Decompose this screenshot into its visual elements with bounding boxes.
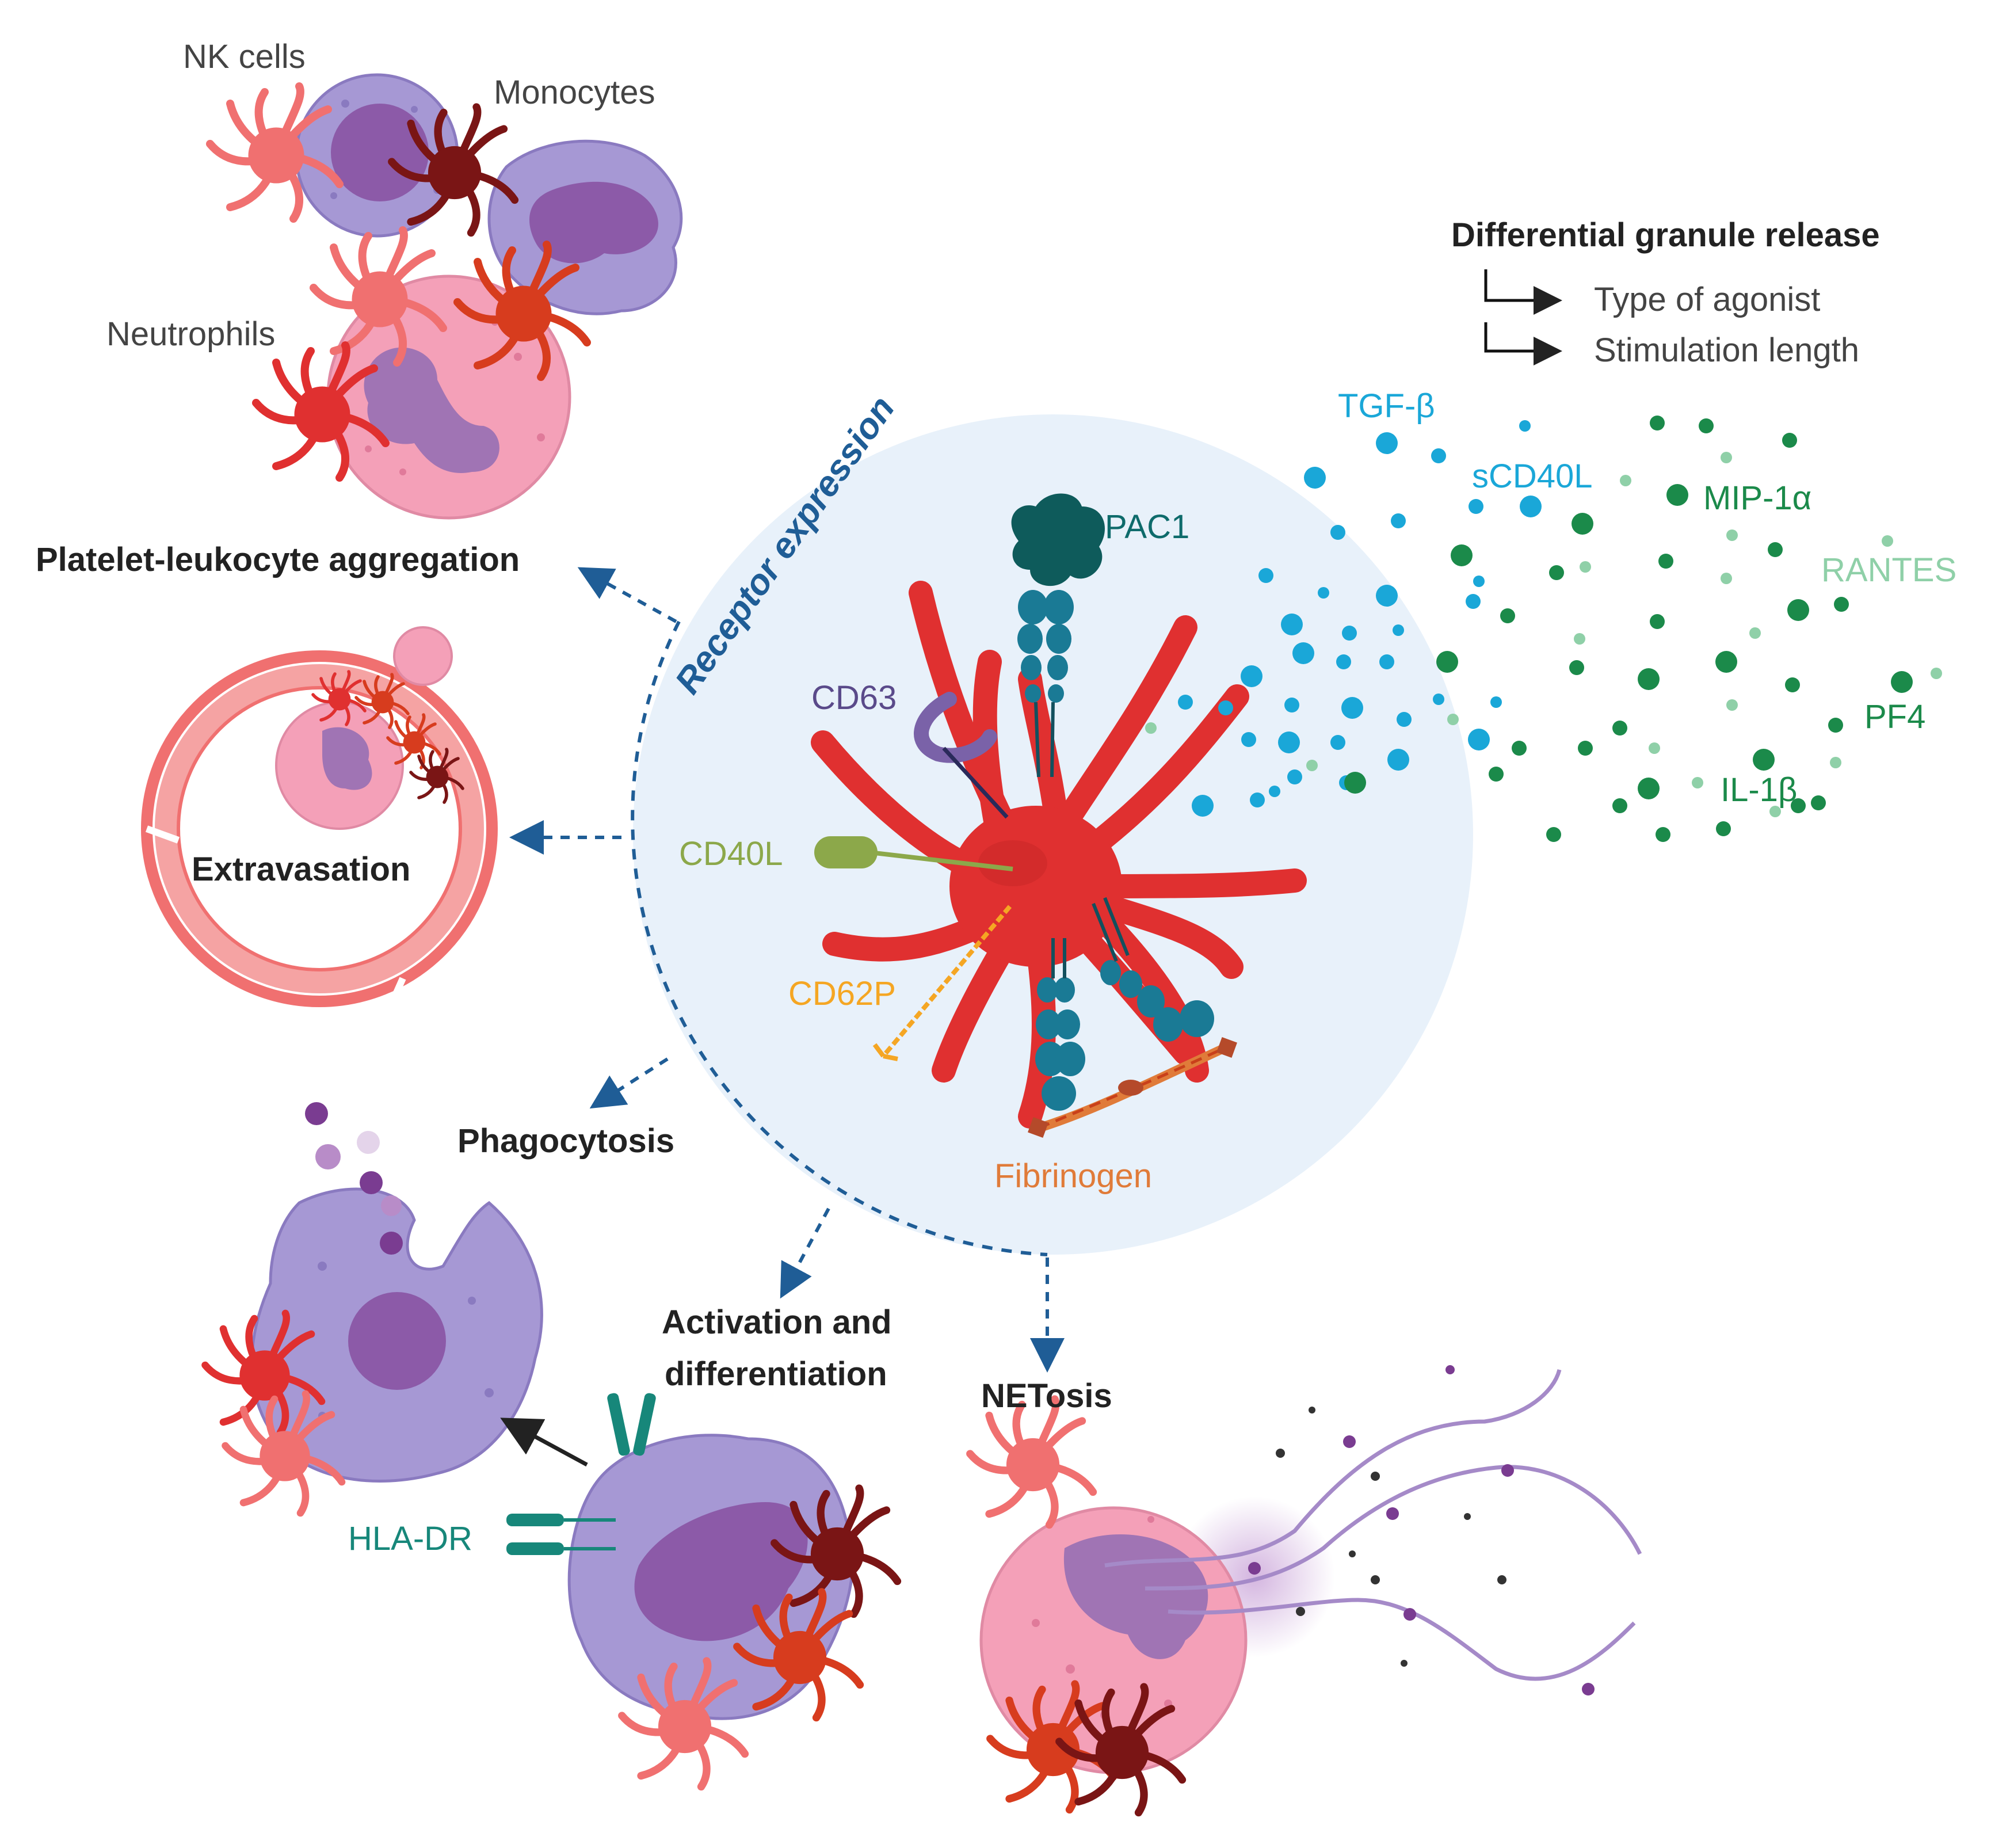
pac1-label: PAC1 [1105,508,1189,546]
receptor-expression-arc [631,620,1048,1256]
green-granule-dots [1344,416,1913,842]
blue-granule-dots [1178,420,1542,817]
cd62p-receptor-icon [872,905,1012,1061]
phagocyte-monocyte-icon [250,1187,543,1483]
activation-label-line2: differentiation [665,1355,887,1393]
il1b-label: IL-1β [1721,771,1797,809]
hla-dr-receptor-icon [506,1393,656,1555]
scd40l-label: sCD40L [1472,458,1593,495]
phagocytosis-label: Phagocytosis [457,1122,674,1160]
pac1-receptor-icon [1011,493,1105,778]
phagocytosed-particles [305,1102,403,1255]
cd40l-receptor-icon [814,836,1013,871]
monocytes-label: Monocytes [494,74,655,111]
function-arrows [509,567,1065,1373]
arrow-to-activation [780,1207,830,1299]
dna-strand-icon [1104,1369,1642,1681]
monocyte-to-macrophage-arrow [500,1418,588,1467]
activation-label-line1: Activation and [662,1304,892,1341]
arrow-to-phagocytosis [589,1057,669,1109]
tgf-beta-label: TGF-β [1338,387,1435,425]
granule-factor-length: Stimulation length [1594,332,1859,369]
cd62p-label: CD62P [788,975,896,1012]
aggregation-label: Platelet-leukocyte aggregation [36,541,520,578]
net-nodes [1248,1365,1595,1695]
cd40l-label: CD40L [679,835,783,872]
mip1a-label: MIP-1α [1703,479,1811,517]
granule-factor-agonist: Type of agonist [1594,281,1820,318]
cd63-receptor-icon [914,692,1009,819]
netotic-neutrophil-icon [979,1506,1248,1774]
nk-cell-icon [295,73,459,238]
fibrinogen-receptors-icon [1028,897,1237,1138]
cd63-label: CD63 [811,679,897,717]
blood-vessel-icon [141,626,498,1007]
pf4-label: PF4 [1864,698,1925,736]
light-green-granule-dots [1145,452,1942,817]
hla-dr-label: HLA-DR [348,1520,472,1557]
granule-release-title: Differential granule release [1451,216,1880,254]
arrow-to-aggregation [577,567,677,623]
netosis-label: NETosis [981,1377,1112,1415]
granule-factor-arrows [1484,269,1562,365]
nk-cells-label: NK cells [183,38,306,75]
extravasation-label: Extravasation [192,851,410,888]
rantes-label: RANTES [1821,551,1956,589]
fibrinogen-label: Fibrinogen [994,1157,1152,1195]
neutrophils-label: Neutrophils [106,315,275,353]
net-debris-dots [1276,1407,1506,1667]
